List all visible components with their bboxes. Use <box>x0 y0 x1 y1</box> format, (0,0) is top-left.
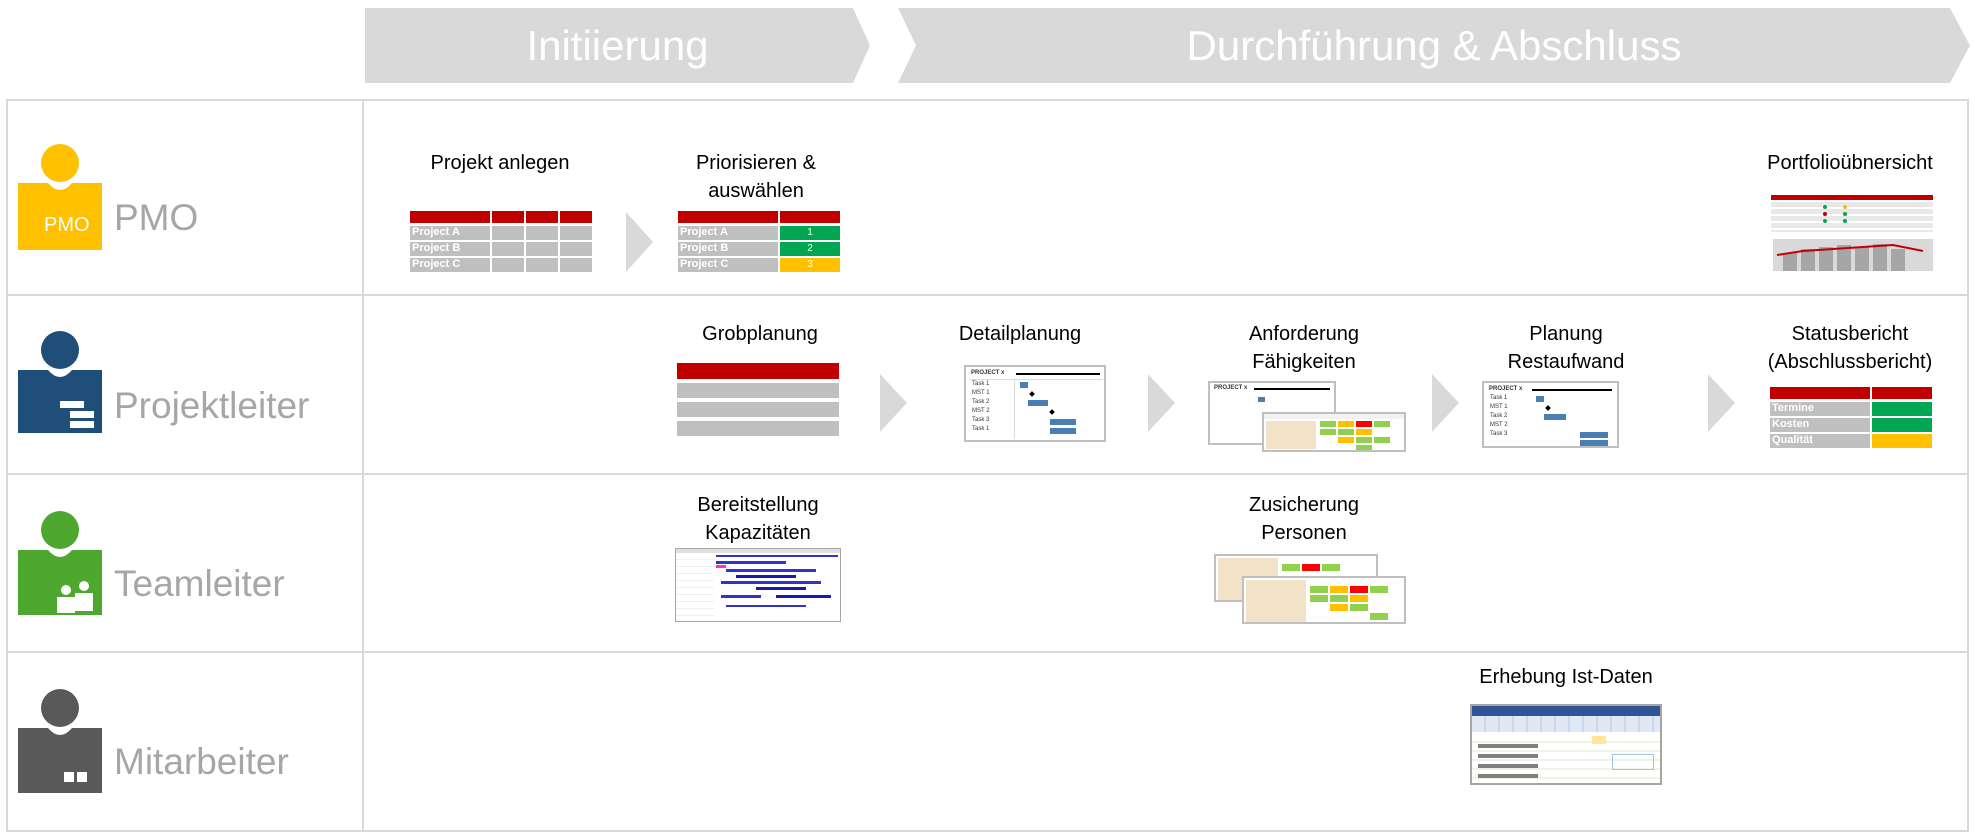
step-bereitstellung-line1: Bereitstellung <box>697 494 819 516</box>
grid-right <box>1967 99 1969 832</box>
kapazitaeten-thumbnail <box>675 548 841 622</box>
step-planung-line2: Restaufwand <box>1507 351 1625 373</box>
statusbericht-table: Termine Kosten Qualität <box>1770 387 1932 451</box>
grobplanung-table <box>677 363 839 439</box>
prio-project-b: Project B <box>678 242 778 256</box>
flow-arrow-icon <box>626 212 653 272</box>
status-qualitaet: Qualität <box>1770 434 1870 448</box>
flow-arrow-icon <box>1432 374 1459 432</box>
phase-durchfuehrung-arrow <box>898 8 1970 83</box>
erhebung-thumbnail <box>1470 704 1662 785</box>
step-statusbericht-line2: (Abschlussbericht) <box>1767 351 1933 373</box>
step-grobplanung: Grobplanung <box>702 323 818 345</box>
step-detailplanung: Detailplanung <box>958 323 1082 345</box>
prio-3: 3 <box>780 258 840 272</box>
grid-left <box>6 99 8 832</box>
mitarbeiter-avatar-icon <box>18 689 102 793</box>
role-label-projektleiter: Projektleiter <box>114 385 310 426</box>
phase-initiierung: Initiierung <box>365 8 870 83</box>
prio-1: 1 <box>780 226 840 240</box>
grid-top <box>6 99 1969 101</box>
phase-initiierung-label: Initiierung <box>526 22 709 69</box>
step-anforderung-line2: Fähigkeiten <box>1252 351 1356 373</box>
grid-row1 <box>6 294 1969 296</box>
step-statusbericht: Statusbericht (Abschlussbericht) <box>1740 320 1960 376</box>
grid-row2 <box>6 473 1969 475</box>
step-zusicherung-line2: Personen <box>1261 522 1347 544</box>
pmo-avatar-icon <box>18 144 102 250</box>
phase-durchfuehrung-label: Durchführung & Abschluss <box>1186 22 1682 69</box>
detailplanung-gantt: PROJECT x Task 1 MST 1 Task 2 MST 2 Task… <box>964 365 1106 442</box>
step-priorisieren-line1: Priorisieren & <box>695 152 817 174</box>
projektleiter-avatar-icon <box>18 331 102 433</box>
step-anforderung-line1: Anforderung <box>1248 323 1360 345</box>
teamleiter-avatar-icon <box>18 511 102 615</box>
project-a-label: Project A <box>410 226 490 240</box>
flow-arrow-icon <box>880 374 907 432</box>
flow-arrow-icon <box>1708 374 1735 432</box>
step-zusicherung-line1: Zusicherung <box>1248 494 1360 516</box>
step-planung: Planung Restaufwand <box>1486 320 1646 376</box>
step-statusbericht-line1: Statusbericht <box>1791 323 1909 345</box>
step-bereitstellung-line2: Kapazitäten <box>705 522 811 544</box>
step-planung-line1: Planung <box>1529 323 1603 345</box>
anforderung-matrix <box>1262 412 1406 452</box>
project-b-label: Project B <box>410 242 490 256</box>
step-priorisieren-line2: auswählen <box>708 180 804 202</box>
step-bereitstellung: Bereitstellung Kapazitäten <box>678 491 838 547</box>
phase-durchfuehrung: Durchführung & Abschluss <box>898 8 1970 83</box>
role-label-teamleiter: Teamleiter <box>114 563 285 604</box>
pmo-badge: PMO <box>44 214 90 236</box>
planung-gantt: PROJECT x Task 1 MST 1 Task 2 MST 2 Task… <box>1482 381 1619 448</box>
step-priorisieren: Priorisieren & auswählen <box>676 149 836 205</box>
role-label-mitarbeiter: Mitarbeiter <box>114 741 289 782</box>
role-label-pmo: PMO <box>114 197 199 238</box>
phase-initiierung-arrow <box>365 8 870 83</box>
gantt-title: PROJECT x <box>971 370 1005 376</box>
prio-2: 2 <box>780 242 840 256</box>
prio-project-a: Project A <box>678 226 778 240</box>
project-c-label: Project C <box>410 258 490 272</box>
portfolio-thumbnail <box>1771 195 1933 273</box>
step-portfolio: Portfolioübnersicht <box>1767 152 1933 174</box>
step-zusicherung: Zusicherung Personen <box>1224 491 1384 547</box>
step-erhebung: Erhebung Ist-Daten <box>1479 666 1653 688</box>
grid-col-divider <box>362 99 364 832</box>
flow-arrow-icon <box>1148 374 1175 432</box>
grid-row3 <box>6 651 1969 653</box>
grid-bottom <box>6 830 1969 832</box>
step-anforderung: Anforderung Fähigkeiten <box>1224 320 1384 376</box>
prio-project-c: Project C <box>678 258 778 272</box>
projekt-anlegen-table: Project A Project B Project C <box>410 211 592 275</box>
zusicherung-matrix-front <box>1242 576 1406 624</box>
priorisieren-table: Project A 1 Project B 2 Project C 3 <box>678 211 840 275</box>
status-termine: Termine <box>1770 402 1870 416</box>
status-kosten: Kosten <box>1770 418 1870 432</box>
step-projekt-anlegen: Projekt anlegen <box>430 152 570 174</box>
